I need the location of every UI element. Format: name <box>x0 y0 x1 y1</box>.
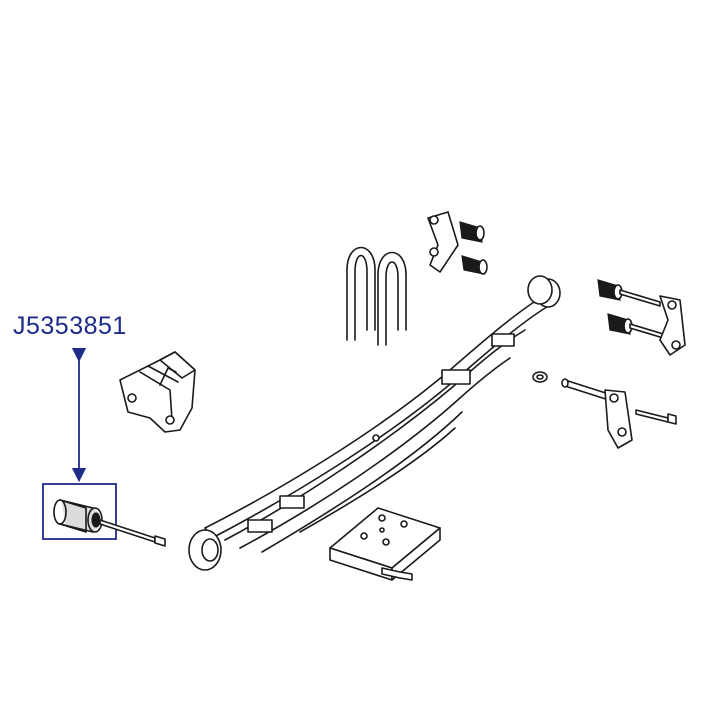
spring-eye-bushing[interactable] <box>53 499 103 533</box>
side-shackle-kit <box>597 279 686 356</box>
shackle-bolt <box>99 519 166 547</box>
part-number-label: J5353851 <box>13 312 127 340</box>
u-bolts <box>346 246 407 346</box>
front-hanger-bracket <box>119 351 196 433</box>
spring-seat-plate <box>329 507 441 581</box>
upper-shackle-kit <box>427 211 488 275</box>
highlight-box[interactable] <box>42 483 117 540</box>
leaf-spring <box>188 275 561 571</box>
rear-hanger-hardware <box>532 371 677 449</box>
